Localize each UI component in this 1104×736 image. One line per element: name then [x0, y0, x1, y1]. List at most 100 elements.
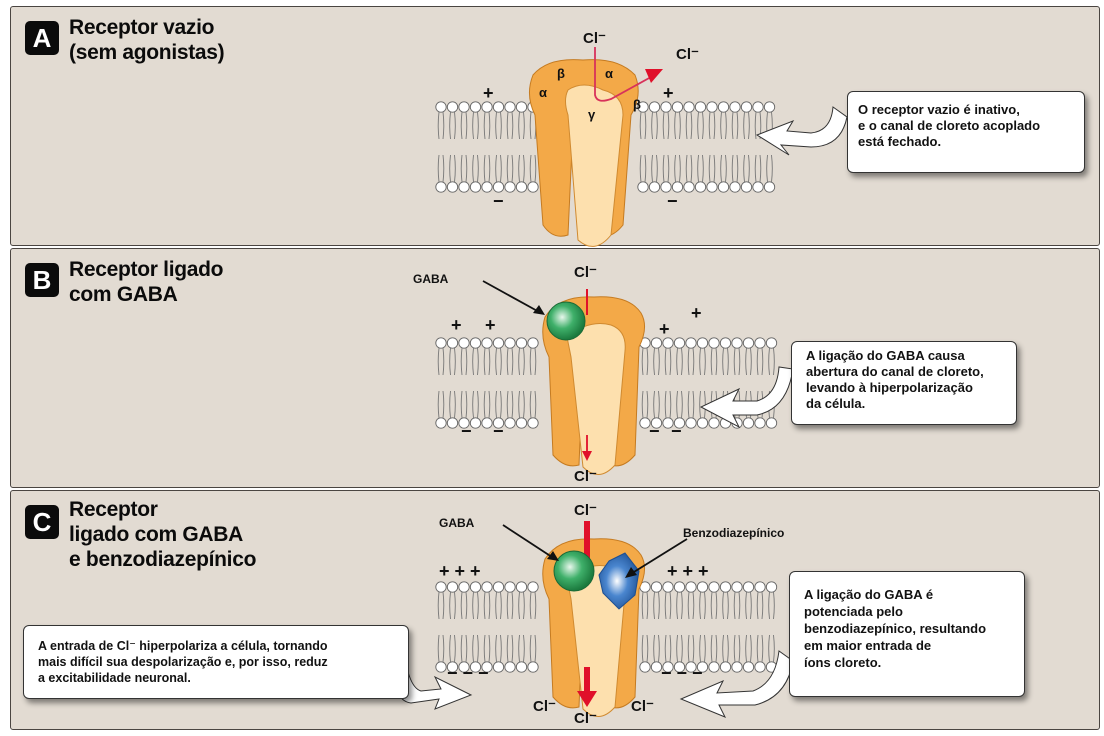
phospholipid-tail: [702, 154, 704, 183]
phospholipid-head: [527, 661, 539, 673]
phospholipid-tail: [687, 634, 690, 663]
phospholipid-tail: [720, 154, 722, 183]
phospholipid-tail: [465, 634, 468, 663]
phospholipid-tail: [687, 347, 690, 376]
phospholipid-head: [754, 337, 766, 349]
phospholipid-tail: [534, 591, 537, 620]
subunit-gamma: γ: [588, 107, 596, 122]
ion-channel-bar: [584, 521, 590, 565]
phospholipid-tail: [685, 111, 688, 140]
phospholipid-head: [706, 101, 718, 113]
phospholipid-tail: [710, 347, 713, 376]
phospholipid-head: [685, 581, 697, 593]
charge-positive: +: [659, 319, 670, 339]
callout-pointer-arrow: [755, 106, 848, 156]
phospholipid-head: [469, 181, 482, 193]
phospholipid-tail: [771, 154, 773, 183]
phospholipid-head: [708, 661, 720, 673]
phospholipid-head: [683, 181, 695, 193]
ion-path-arrow: [594, 47, 652, 102]
phospholipid-tail: [495, 390, 497, 419]
phospholipid-head: [708, 581, 720, 593]
chloride-label: Cl⁻: [533, 698, 556, 715]
phospholipid-tail: [465, 111, 468, 140]
charge-negative: −: [649, 421, 660, 441]
benzodiazepine-label: Benzodiazepínico: [683, 526, 784, 540]
phospholipid-head: [639, 417, 651, 429]
phospholipid-tail: [644, 111, 647, 140]
phospholipid-tail: [738, 634, 741, 663]
callout-text: em maior entrada de: [804, 638, 932, 653]
panel-badge: A: [25, 21, 59, 55]
phospholipid-head: [740, 101, 753, 113]
charge-positive: +: [451, 315, 462, 335]
phospholipid-tail: [761, 634, 764, 663]
phospholipid-tail: [727, 634, 729, 663]
phospholipid-head: [458, 417, 470, 429]
phospholipid-tail: [738, 591, 741, 620]
phospholipid-head: [469, 337, 482, 349]
subunit-beta: β: [633, 97, 641, 112]
callout-text: íons cloreto.: [804, 655, 882, 670]
phospholipid-head: [660, 101, 672, 113]
callout-text: A ligação do GABA é: [804, 587, 934, 602]
phospholipid-head: [515, 661, 528, 673]
membrane-left: [435, 337, 539, 429]
charge-negative: −: [671, 421, 682, 441]
phospholipid-tail: [495, 591, 497, 620]
phospholipid-tail: [704, 347, 706, 376]
phospholipid-tail: [641, 347, 644, 376]
phospholipid-head: [662, 417, 674, 429]
phospholipid-head: [504, 337, 516, 349]
callout-text: está fechado.: [858, 134, 942, 149]
phospholipid-tail: [437, 347, 440, 376]
phospholipid-tail: [483, 591, 486, 620]
phospholipid-head: [717, 181, 730, 193]
phospholipid-tail: [523, 591, 525, 620]
gaba-pointer-arrow: [502, 524, 556, 560]
phospholipid-head: [765, 581, 778, 593]
phospholipid-tail: [658, 591, 660, 620]
membrane-right: [639, 581, 778, 673]
phospholipid-tail: [454, 154, 456, 183]
ion-exit-arrowhead: [582, 451, 592, 461]
phospholipid-tail: [738, 347, 741, 376]
phospholipid-tail: [748, 111, 750, 140]
phospholipid-tail: [733, 591, 736, 620]
phospholipid-head: [492, 101, 505, 113]
phospholipid-tail: [518, 154, 520, 183]
phospholipid-head: [504, 181, 516, 193]
charge-positive: +: [483, 83, 494, 103]
phospholipid-tail: [692, 390, 695, 419]
title-line: com GABA: [69, 283, 178, 306]
phospholipid-tail: [715, 347, 718, 376]
phospholipid-head: [685, 337, 697, 349]
phospholipid-head: [662, 661, 674, 673]
phospholipid-tail: [651, 154, 653, 183]
phospholipid-tail: [483, 154, 486, 183]
membrane-left: [435, 581, 539, 673]
phospholipid-tail: [750, 347, 752, 376]
phospholipid-tail: [725, 111, 727, 140]
phospholipid-head: [696, 661, 709, 673]
phospholipid-tail: [534, 154, 537, 183]
phospholipid-head: [492, 417, 505, 429]
phospholipid-tail: [773, 634, 775, 663]
phospholipid-head: [648, 181, 661, 193]
phospholipid-tail: [720, 111, 722, 140]
phospholipid-tail: [460, 111, 463, 140]
phospholipid-tail: [704, 591, 706, 620]
phospholipid-tail: [676, 347, 678, 376]
chloride-label: Cl⁻: [676, 46, 699, 63]
phospholipid-tail: [745, 347, 747, 376]
phospholipid-tail: [687, 591, 690, 620]
phospholipid-tail: [437, 634, 440, 663]
phospholipid-head: [671, 181, 684, 193]
benzodiazepine-pointer-arrow: [628, 538, 688, 576]
phospholipid-tail: [472, 390, 474, 419]
phospholipid-head: [515, 581, 528, 593]
phospholipid-head: [446, 101, 459, 113]
phospholipid-tail: [495, 111, 497, 140]
phospholipid-head: [754, 581, 766, 593]
phospholipid-tail: [736, 111, 739, 140]
